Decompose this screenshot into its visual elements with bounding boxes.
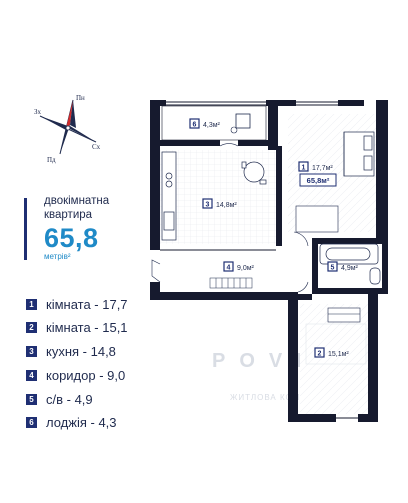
legend-text: коридор - 9,0 bbox=[46, 368, 126, 383]
area-room5: 4,9м² bbox=[341, 265, 359, 272]
area-room1: 17,7м² bbox=[312, 165, 333, 172]
apartment-type-line1: двокімнатна bbox=[44, 195, 110, 207]
badge-room2: 2 bbox=[318, 351, 322, 358]
badge-room4: 4 bbox=[227, 265, 231, 272]
partitions bbox=[160, 101, 358, 419]
legend-item: 3 кухня - 14,8 bbox=[26, 344, 166, 361]
total-area-unit: метрів² bbox=[44, 252, 71, 261]
title-accent-bar bbox=[24, 198, 27, 260]
compass-rose-icon: Пн Зх Сх Пд bbox=[34, 94, 101, 164]
bed-icon bbox=[343, 131, 375, 177]
area-room6: 4,3м² bbox=[203, 122, 221, 129]
compass-north: Пн bbox=[76, 94, 85, 102]
legend-text: с/в - 4,9 bbox=[46, 392, 93, 407]
compass-west: Зх bbox=[34, 108, 42, 116]
legend-text: кухня - 14,8 bbox=[46, 344, 116, 359]
label-room3: 3 14,8м² bbox=[202, 198, 237, 209]
floor-plan: 6 4,3м² 1 17,7м² 65,8м² 3 14,8м² 4 9,0м²… bbox=[150, 100, 388, 422]
wardrobe-icon bbox=[295, 205, 339, 233]
legend-item: 1 кімната - 17,7 bbox=[26, 297, 166, 314]
area-total-badge: 65,8м² bbox=[307, 176, 330, 185]
room2-floor bbox=[300, 304, 368, 414]
legend-text: лоджія - 4,3 bbox=[46, 415, 117, 430]
total-area-value: 65,8 bbox=[44, 223, 99, 253]
apartment-type-line2: квартира bbox=[44, 209, 93, 221]
legend-item: 6 лоджія - 4,3 bbox=[26, 415, 166, 432]
label-room2: 2 15,1м² bbox=[314, 347, 349, 358]
compass-east: Сх bbox=[92, 143, 101, 151]
legend-number-badge: 5 bbox=[26, 394, 37, 405]
legend-text: кімната - 15,1 bbox=[46, 320, 128, 335]
legend-number-badge: 3 bbox=[26, 346, 37, 357]
legend-text: кімната - 17,7 bbox=[46, 297, 128, 312]
legend-item: 4 коридор - 9,0 bbox=[26, 368, 166, 385]
badge-room3: 3 bbox=[206, 202, 210, 209]
kitchen-furniture-icon bbox=[161, 151, 267, 241]
door-swings bbox=[151, 143, 309, 293]
legend-number-badge: 2 bbox=[26, 322, 37, 333]
area-room2: 15,1м² bbox=[328, 351, 349, 358]
legend-item: 2 кімната - 15,1 bbox=[26, 320, 166, 337]
watermark-tagline: ЖИТЛОВА КОМПАНІЯ bbox=[230, 393, 331, 402]
label-room6: 6 4,3м² bbox=[189, 118, 221, 129]
desk-icon bbox=[327, 307, 361, 323]
legend-number-badge: 1 bbox=[26, 299, 37, 310]
bathtub-icon bbox=[319, 243, 379, 265]
legend-number-badge: 6 bbox=[26, 417, 37, 428]
label-room4: 4 9,0м² bbox=[223, 261, 255, 272]
toilet-icon bbox=[369, 267, 381, 285]
badge-room5: 5 bbox=[331, 265, 335, 272]
label-room5: 5 4,9м² bbox=[327, 261, 359, 272]
loggia-chair-icon bbox=[235, 113, 251, 129]
badge-room6: 6 bbox=[193, 122, 197, 129]
badge-room1: 1 bbox=[302, 165, 306, 172]
legend-number-badge: 4 bbox=[26, 370, 37, 381]
apartment-type: двокімнатна квартира bbox=[44, 194, 154, 222]
area-room3: 14,8м² bbox=[216, 202, 237, 209]
walls bbox=[150, 100, 388, 422]
label-room1: 1 17,7м² 65,8м² bbox=[298, 161, 337, 187]
compass-south: Пд bbox=[47, 156, 56, 164]
legend-item: 5 с/в - 4,9 bbox=[26, 392, 166, 409]
area-room4: 9,0м² bbox=[237, 265, 255, 272]
loggia bbox=[161, 105, 267, 141]
radiator-icon bbox=[209, 277, 253, 289]
